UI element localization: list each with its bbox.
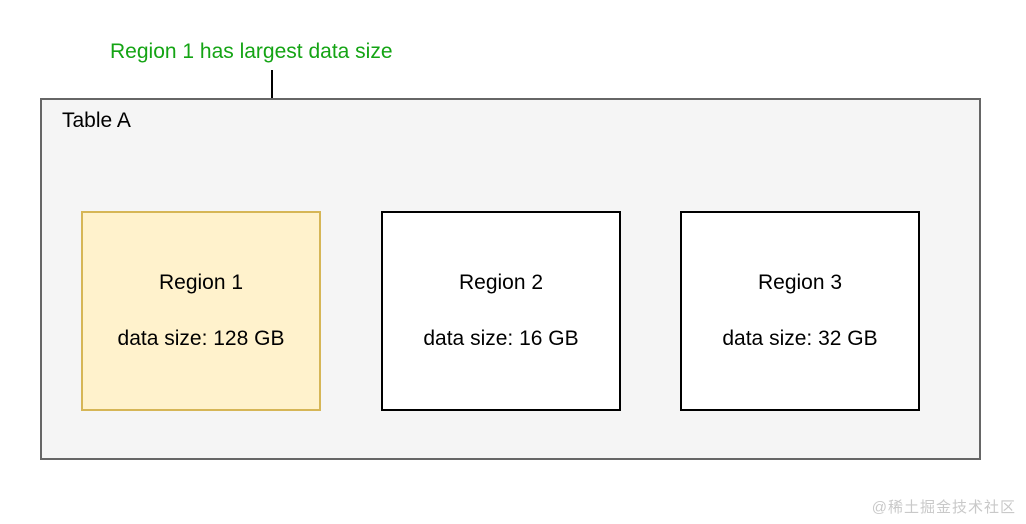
region-3-box: Region 3 data size: 32 GB — [680, 211, 920, 411]
annotation-text: Region 1 has largest data size — [110, 40, 393, 63]
region-3-name: Region 3 — [757, 271, 843, 294]
region-1-name: Region 1 — [158, 271, 244, 294]
table-a-container: Table A Region 1 data size: 128 GB Regio… — [40, 98, 981, 460]
region-2-name: Region 2 — [458, 271, 544, 294]
region-1-data-size: data size: 128 GB — [117, 327, 285, 350]
region-2-box: Region 2 data size: 16 GB — [381, 211, 621, 411]
watermark-text: @稀土掘金技术社区 — [871, 499, 1016, 516]
table-title: Table A — [62, 109, 131, 132]
region-1-box: Region 1 data size: 128 GB — [81, 211, 321, 411]
region-3-data-size: data size: 32 GB — [722, 327, 878, 350]
region-2-data-size: data size: 16 GB — [423, 327, 579, 350]
